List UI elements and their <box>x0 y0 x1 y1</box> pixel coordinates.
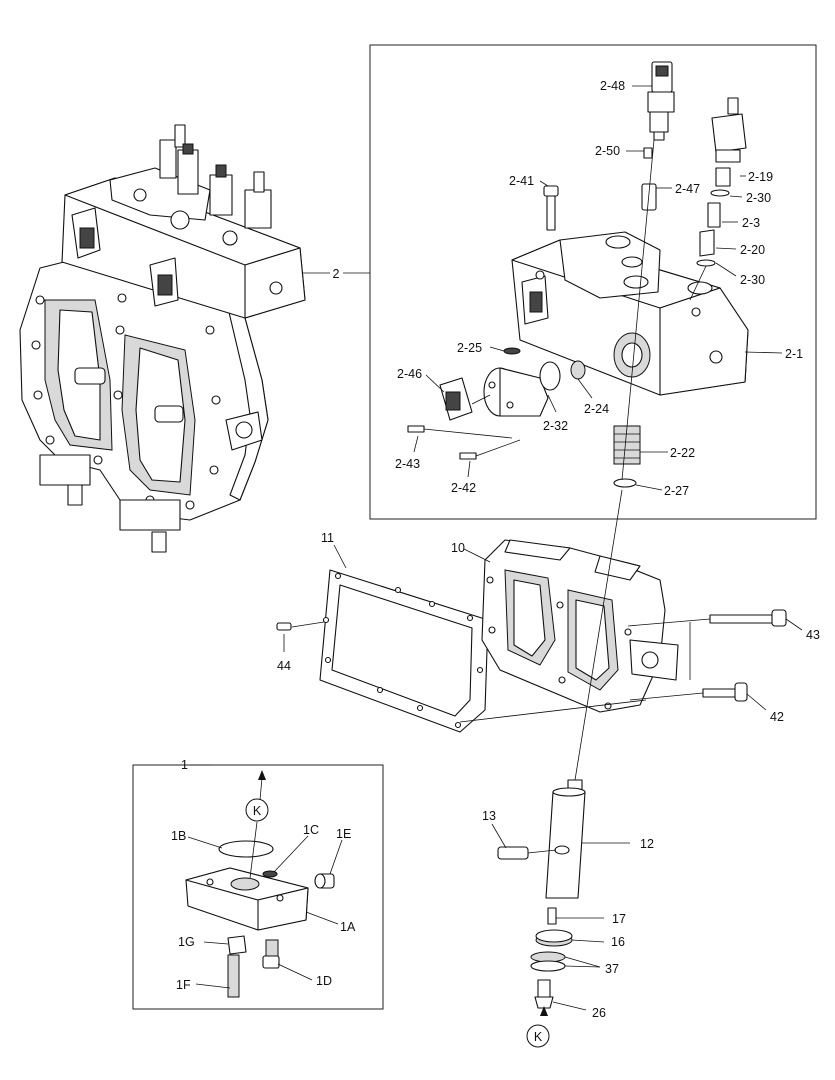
callout-2-22: 2-22 <box>670 446 695 460</box>
callout-17: 17 <box>612 912 626 926</box>
callout-16: 16 <box>611 935 625 949</box>
callout-2-48: 2-48 <box>600 79 625 93</box>
oring-1C <box>262 870 278 878</box>
callout-1B: 1B <box>171 829 186 843</box>
reference-k-circle-top <box>245 798 269 822</box>
screw-2-43 <box>407 425 425 433</box>
callout-42: 42 <box>770 710 784 724</box>
callout-2-43: 2-43 <box>395 457 420 471</box>
callout-1A: 1A <box>340 920 356 934</box>
piston-12 <box>545 779 586 899</box>
valve-block-2-1 <box>511 231 749 396</box>
reference-k-circle-bottom <box>526 1024 550 1048</box>
callout-2-1: 2-1 <box>785 347 803 361</box>
callout-2-20: 2-20 <box>740 243 765 257</box>
reference-k-bottom: K <box>534 1030 543 1044</box>
callout-2-24: 2-24 <box>584 402 609 416</box>
callout-44: 44 <box>277 659 291 673</box>
nut-1G <box>227 935 247 955</box>
cover-2-32 <box>483 361 561 417</box>
bolt-43 <box>709 609 787 627</box>
callout-2-25: 2-25 <box>457 341 482 355</box>
arrow-up-icon <box>540 1006 548 1016</box>
solenoid-2-46 <box>439 377 473 421</box>
callout-1G: 1G <box>178 935 195 949</box>
pin-13 <box>497 846 529 860</box>
pump-assembly <box>19 124 306 553</box>
callout-2-50: 2-50 <box>595 144 620 158</box>
screw-1F <box>227 954 240 998</box>
callout-2-42: 2-42 <box>451 481 476 495</box>
callout-10: 10 <box>451 541 465 555</box>
detail-box-2 <box>369 44 817 520</box>
callout-1E: 1E <box>336 827 351 841</box>
callout-37: 37 <box>605 962 619 976</box>
callout-11: 11 <box>321 531 334 545</box>
plate-1A <box>185 867 309 931</box>
callout-2-47: 2-47 <box>675 182 700 196</box>
bolt-26 <box>534 979 554 1009</box>
callout-12: 12 <box>640 837 654 851</box>
callout-13: 13 <box>482 809 496 823</box>
callout-26: 26 <box>592 1006 606 1020</box>
spring-2-22 <box>613 425 641 465</box>
reference-k-top: K <box>253 804 262 818</box>
detail-box-1 <box>132 764 384 1010</box>
pin-17 <box>547 907 557 925</box>
sensor-2-19-head <box>711 97 747 163</box>
pin-44 <box>276 622 292 631</box>
callout-1C: 1C <box>303 823 319 837</box>
seal-2-24 <box>570 360 586 380</box>
housing-10 <box>481 539 679 713</box>
oring-2-25 <box>503 347 521 355</box>
callout-2-27: 2-27 <box>664 484 689 498</box>
plug-1E <box>314 873 335 889</box>
oring-1B <box>218 840 274 858</box>
callout-2-3: 2-3 <box>742 216 760 230</box>
callout-2-30-upper: 2-30 <box>746 191 771 205</box>
oring-2-27 <box>613 478 637 488</box>
bolt-42 <box>702 682 748 702</box>
callout-2-30-lower: 2-30 <box>740 273 765 287</box>
callout-2: 2 <box>333 267 340 281</box>
callout-1: 1 <box>181 758 188 772</box>
bolt-2-41 <box>543 185 559 231</box>
sensor-2-48 <box>647 61 675 141</box>
spring-stack-2-19-2-3-2-20 <box>696 167 731 267</box>
callout-2-41: 2-41 <box>509 174 534 188</box>
callout-2-32: 2-32 <box>543 419 568 433</box>
callout-labels: 2 2-1 2-3 2-19 2-20 2-22 2-24 2-25 2-27 … <box>171 79 820 1020</box>
callout-2-19: 2-19 <box>748 170 773 184</box>
leader-lines <box>187 85 803 1016</box>
callout-1D: 1D <box>316 974 332 988</box>
pin-2-50 <box>643 147 653 159</box>
gasket-11 <box>319 569 489 733</box>
screw-1D <box>262 939 280 969</box>
washers-37 <box>530 951 566 972</box>
screw-2-42 <box>459 452 477 460</box>
callout-43: 43 <box>806 628 820 642</box>
arrow-up-icon <box>258 770 266 780</box>
bushing-16 <box>535 929 573 947</box>
callout-2-46: 2-46 <box>397 367 422 381</box>
callout-1F: 1F <box>176 978 191 992</box>
